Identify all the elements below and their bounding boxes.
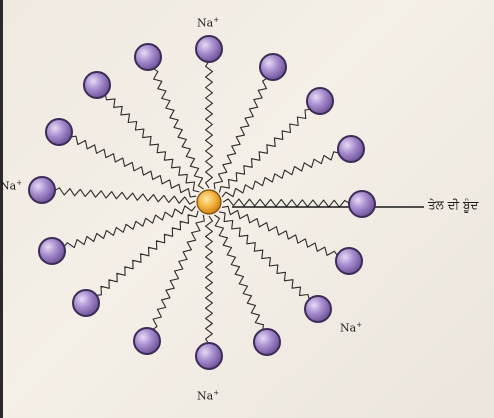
ionic-head [72, 289, 100, 317]
ionic-head [134, 43, 162, 71]
ionic-head [133, 327, 161, 355]
ionic-head [259, 53, 287, 81]
hydrocarbon-tail [205, 60, 213, 189]
sodium-ion-label-top: Na+ [197, 16, 220, 30]
ionic-head [304, 295, 332, 323]
hydrocarbon-tail [69, 135, 197, 198]
hydrocarbon-tail [152, 67, 204, 190]
oil-drop-label: ਤੇਲ ਦੀ ਬੂੰਦ [428, 198, 479, 212]
ionic-head [335, 247, 363, 275]
hydrocarbon-tail [214, 214, 265, 331]
hydrocarbon-tail [53, 187, 196, 205]
hydrocarbon-tail [213, 77, 269, 190]
sodium-ion-label-right: Na+ [340, 321, 363, 335]
hydrocarbon-tail [63, 205, 197, 249]
hydrocarbon-tail [218, 108, 312, 193]
ionic-head [195, 35, 223, 63]
ionic-head [337, 135, 365, 163]
ionic-head [28, 176, 56, 204]
ionic-head [348, 190, 376, 218]
ionic-head [83, 71, 111, 99]
ionic-head [306, 87, 334, 115]
hydrocarbon-tail [222, 198, 351, 208]
hydrocarbon-tail [104, 93, 200, 193]
oil-drop-core [196, 189, 222, 215]
ionic-head [45, 118, 73, 146]
ionic-head [38, 237, 66, 265]
hydrocarbon-tail [95, 210, 199, 296]
hydrocarbon-tail [221, 151, 340, 198]
sodium-ion-label-left: Na+ [0, 179, 23, 193]
hydrocarbon-tail [205, 215, 213, 345]
ionic-heads [28, 35, 376, 370]
ionic-head [253, 328, 281, 356]
hydrocarbon-tail [151, 214, 205, 331]
ionic-head [195, 342, 223, 370]
sodium-ion-label-bottom: Na+ [197, 389, 220, 403]
hydrocarbon-tail [218, 211, 310, 301]
hydrocarbon-tail [221, 205, 339, 257]
